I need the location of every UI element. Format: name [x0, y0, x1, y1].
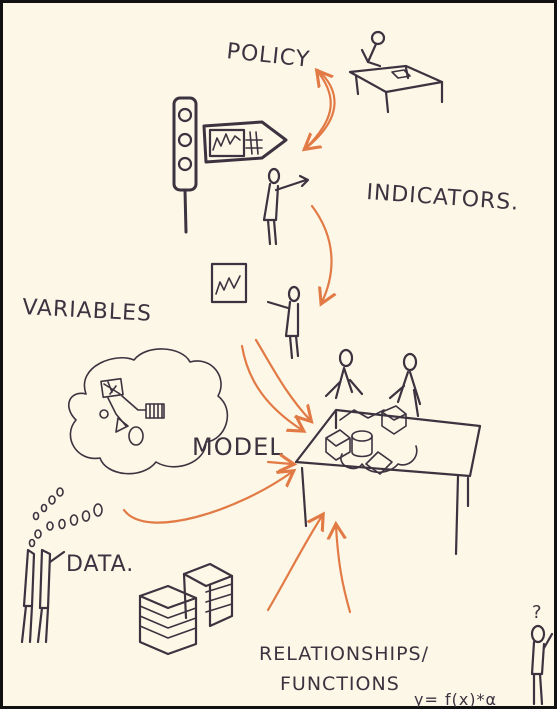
data-thought-cloud	[67, 348, 229, 475]
traffic-light-icon	[172, 96, 198, 234]
flow-arrows	[122, 70, 352, 614]
formula-label: y= f(x)*α	[414, 690, 497, 707]
model-table	[294, 405, 482, 556]
model-label-arrow	[266, 462, 292, 464]
thought-bubbles	[28, 487, 103, 548]
indicators-label: INDICATORS.	[366, 180, 520, 216]
model-label: MODEL	[192, 433, 284, 461]
variables-to-model-arrow-1	[254, 338, 310, 420]
variables-label: VARIABLES	[22, 295, 153, 327]
indicator-variable-arrow	[310, 204, 331, 302]
paper-stacks	[138, 562, 234, 656]
indicator-chart-sign	[202, 120, 288, 164]
chart-board	[210, 262, 248, 304]
relationships-arrow-2	[336, 526, 352, 614]
modeler-person-1	[324, 348, 364, 400]
data-to-model-arrow	[122, 472, 292, 524]
questioning-person	[530, 624, 554, 706]
modeler-person-2	[388, 352, 422, 418]
relationships-arrow-1	[266, 516, 322, 612]
policy-label: POLICY	[225, 39, 311, 73]
relationships-label: RELATIONSHIPS/	[259, 643, 429, 665]
flipchart-drawing: POLICY INDICATORS. VARIABLES MODEL DATA.…	[20, 30, 554, 707]
presenter-person	[262, 167, 310, 246]
analyst-person	[266, 285, 301, 360]
policy-desk-person	[348, 30, 444, 114]
data-label: DATA.	[66, 552, 134, 577]
functions-label: FUNCTIONS	[280, 673, 400, 695]
variables-to-model-arrow-2	[240, 344, 302, 430]
two-people-figure	[20, 548, 66, 644]
question-mark: ?	[532, 602, 543, 623]
